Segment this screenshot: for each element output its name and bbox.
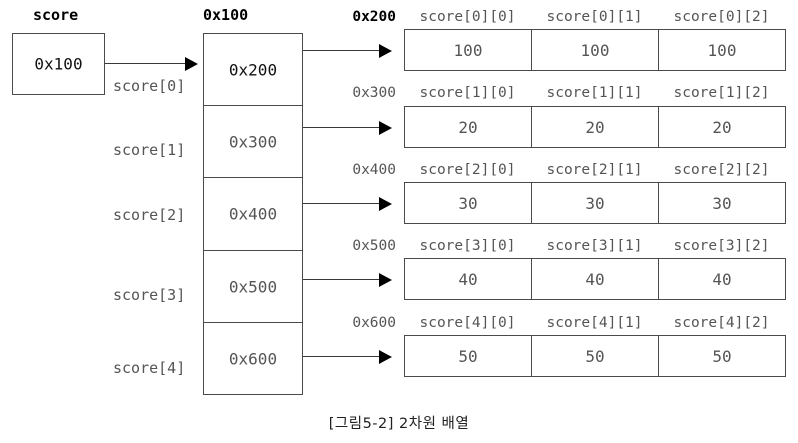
data-cell: 20 — [405, 107, 532, 147]
figure-caption: [그림5-2] 2차원 배열 — [328, 416, 470, 432]
data-cell-header-3-0: score[3][0] — [419, 238, 516, 254]
arrow-line-row-3 — [303, 279, 381, 280]
data-cell-header-2-2: score[2][2] — [673, 162, 770, 178]
data-cell-header-4-0: score[4][0] — [419, 315, 516, 331]
arrow-head-score-to-array — [185, 57, 198, 71]
data-cell: 20 — [712, 117, 732, 137]
row-pointer-cell-0: 0x200 — [204, 34, 302, 106]
row-pointer-value-4: 0x600 — [228, 349, 278, 368]
data-row: 30 30 30 — [404, 182, 786, 224]
data-row: 100 100 100 — [404, 29, 786, 71]
arrow-line-score-to-array — [105, 63, 187, 64]
data-cell-header-0-0: score[0][0] — [419, 9, 516, 25]
row-index-label-2: score[2] — [113, 206, 186, 224]
row-index-label-4: score[4] — [113, 359, 186, 377]
data-cell: 40 — [712, 269, 732, 289]
data-row-address-2: 0x400 — [352, 162, 396, 178]
data-row-address-1: 0x300 — [352, 85, 396, 101]
arrow-line-row-2 — [303, 203, 381, 204]
arrow-head-row-2 — [379, 197, 392, 211]
data-cell: 30 — [532, 183, 659, 223]
data-cell: 100 — [405, 30, 532, 70]
data-cell: 50 — [405, 336, 532, 376]
arrow-head-row-3 — [379, 273, 392, 287]
data-cell-header-1-2: score[1][2] — [673, 85, 770, 101]
row-pointer-value-0: 0x200 — [228, 60, 278, 79]
data-cell-header-0-1: score[0][1] — [546, 9, 643, 25]
data-cell: 40 — [532, 259, 659, 299]
score-variable-value: 0x100 — [34, 54, 83, 74]
data-row-address-0: 0x200 — [352, 9, 396, 25]
data-row: 40 40 40 — [404, 258, 786, 300]
score-variable-box: 0x100 — [12, 33, 105, 95]
arrow-head-row-4 — [379, 350, 392, 364]
row-pointer-cell-1: 0x300 — [204, 106, 302, 178]
data-cell: 30 — [405, 183, 532, 223]
row-pointer-array-box: 0x200 0x300 0x400 0x500 0x600 — [203, 33, 303, 395]
row-pointer-cell-2: 0x400 — [204, 178, 302, 251]
data-cell-header-4-2: score[4][2] — [673, 315, 770, 331]
row-pointer-value-3: 0x500 — [228, 277, 278, 296]
data-cell: 40 — [405, 259, 532, 299]
data-cell-header-0-2: score[0][2] — [673, 9, 770, 25]
arrow-head-row-0 — [379, 44, 392, 58]
row-index-label-1: score[1] — [113, 141, 186, 159]
row-pointer-cell-3: 0x500 — [204, 251, 302, 323]
data-cell-header-2-1: score[2][1] — [546, 162, 643, 178]
data-row: 50 50 50 — [404, 335, 786, 377]
score-variable-header: score — [33, 6, 79, 24]
arrow-line-row-1 — [303, 127, 381, 128]
data-cell-header-4-1: score[4][1] — [546, 315, 643, 331]
data-cell: 100 — [707, 40, 737, 60]
row-pointer-array-header: 0x100 — [203, 6, 249, 24]
row-pointer-value-2: 0x400 — [228, 204, 278, 224]
row-index-label-0: score[0] — [113, 77, 186, 95]
data-cell-header-1-1: score[1][1] — [546, 85, 643, 101]
row-pointer-cell-4: 0x600 — [204, 323, 302, 394]
data-cell: 30 — [712, 193, 732, 213]
data-cell-header-3-1: score[3][1] — [546, 238, 643, 254]
data-row-address-3: 0x500 — [352, 238, 396, 254]
data-cell-header-3-2: score[3][2] — [673, 238, 770, 254]
arrow-line-row-4 — [303, 356, 381, 357]
data-cell-header-2-0: score[2][0] — [419, 162, 516, 178]
data-cell-header-1-0: score[1][0] — [419, 85, 516, 101]
data-cell: 20 — [532, 107, 659, 147]
data-cell: 100 — [532, 30, 659, 70]
data-row-address-4: 0x600 — [352, 315, 396, 331]
row-pointer-value-1: 0x300 — [228, 132, 278, 151]
row-index-label-3: score[3] — [113, 286, 186, 304]
data-row: 20 20 20 — [404, 106, 786, 148]
data-cell: 50 — [532, 336, 659, 376]
data-cell: 50 — [712, 346, 732, 366]
arrow-line-row-0 — [303, 50, 381, 51]
arrow-head-row-1 — [379, 121, 392, 135]
